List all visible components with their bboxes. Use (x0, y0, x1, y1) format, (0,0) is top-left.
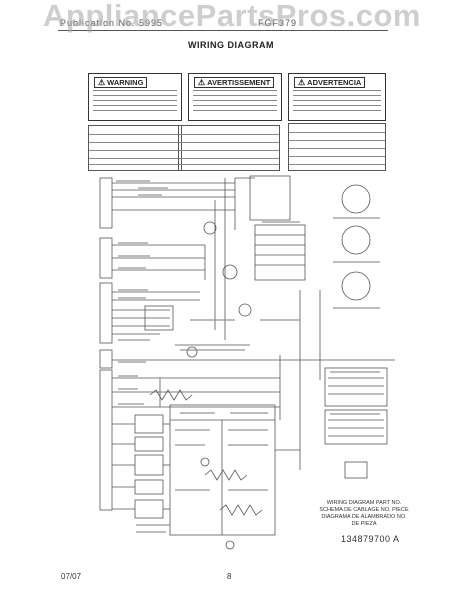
warning-heading: ⚠WARNING (94, 77, 148, 88)
warning-heading-text: AVERTISSEMENT (207, 78, 271, 87)
component-table-en (88, 125, 182, 171)
warning-heading-text: ADVERTENCIA (307, 78, 362, 87)
warning-triangle-icon: ⚠ (98, 78, 106, 87)
warning-heading: ⚠ADVERTENCIA (294, 77, 366, 88)
warning-box-en: ⚠WARNING (88, 73, 182, 121)
warning-box-es: ⚠ADVERTENCIA (288, 73, 386, 121)
warning-triangle-icon: ⚠ (298, 78, 306, 87)
component-table-es (288, 123, 386, 171)
warning-heading: ⚠AVERTISSEMENT (194, 77, 275, 88)
part-note: WIRING DIAGRAM PART NO. SCHEMA DE CABLAG… (319, 500, 409, 527)
page-title: WIRING DIAGRAM (188, 40, 274, 50)
warning-heading-text: WARNING (107, 78, 144, 87)
component-table-fr (178, 125, 280, 171)
page-number: 8 (227, 572, 232, 581)
publication-label: Publication No. 5995 (60, 18, 164, 28)
footer-date: 07/07 (61, 572, 82, 581)
header-rule (58, 30, 388, 31)
model-label: FGF379 (258, 18, 298, 28)
warning-box-fr: ⚠AVERTISSEMENT (188, 73, 282, 121)
part-number: 134879700 A (341, 534, 400, 544)
warning-triangle-icon: ⚠ (198, 78, 206, 87)
watermark: AppliancePartsPros.com (43, 0, 421, 33)
